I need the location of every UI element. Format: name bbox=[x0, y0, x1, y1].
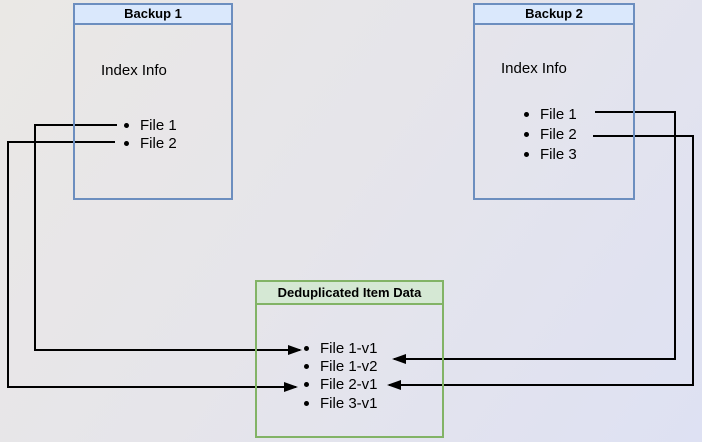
backup2-index-info-label: Index Info bbox=[501, 60, 567, 77]
backup2-title: Backup 2 bbox=[525, 6, 583, 21]
bullet-icon bbox=[524, 151, 529, 157]
bullet-icon bbox=[304, 364, 309, 370]
backup2-file-3: File 3 bbox=[540, 145, 577, 163]
backup2-file-1: File 1 bbox=[540, 105, 577, 123]
list-item: File 2 bbox=[124, 134, 177, 152]
dedup-box: Deduplicated Item Data bbox=[255, 280, 444, 438]
list-item: File 3-v1 bbox=[304, 394, 378, 412]
backup1-box: Backup 1 bbox=[73, 3, 233, 200]
bullet-icon bbox=[304, 382, 309, 388]
bullet-icon bbox=[124, 122, 129, 128]
bullet-icon bbox=[304, 345, 309, 351]
backup1-index-info-label: Index Info bbox=[101, 62, 167, 79]
list-item: File 2 bbox=[524, 124, 577, 144]
dedup-header: Deduplicated Item Data bbox=[257, 282, 442, 305]
bullet-icon bbox=[524, 131, 529, 137]
dedup-title: Deduplicated Item Data bbox=[277, 285, 422, 300]
backup2-file-list: File 1 File 2 File 3 bbox=[524, 104, 577, 164]
dedup-item-file1-v2: File 1-v2 bbox=[320, 358, 378, 376]
bullet-icon bbox=[124, 140, 129, 146]
list-item: File 3 bbox=[524, 144, 577, 164]
backup2-file-2: File 2 bbox=[540, 125, 577, 143]
backup2-box: Backup 2 bbox=[473, 3, 635, 200]
backup1-file-list: File 1 File 2 bbox=[124, 116, 177, 152]
list-item: File 2-v1 bbox=[304, 376, 378, 394]
list-item: File 1-v2 bbox=[304, 357, 378, 375]
bullet-icon bbox=[304, 400, 309, 406]
backup2-header: Backup 2 bbox=[475, 5, 633, 25]
bullet-icon bbox=[524, 111, 529, 117]
backup1-file-2: File 2 bbox=[140, 134, 177, 152]
list-item: File 1 bbox=[524, 104, 577, 124]
backup1-file-1: File 1 bbox=[140, 116, 177, 134]
list-item: File 1 bbox=[124, 116, 177, 134]
backup1-title: Backup 1 bbox=[124, 6, 182, 21]
dedup-item-file1-v1: File 1-v1 bbox=[320, 339, 378, 357]
list-item: File 1-v1 bbox=[304, 339, 378, 357]
dedup-item-file2-v1: File 2-v1 bbox=[320, 376, 378, 394]
backup1-header: Backup 1 bbox=[75, 5, 231, 25]
dedup-item-list: File 1-v1 File 1-v2 File 2-v1 File 3-v1 bbox=[304, 339, 378, 413]
dedup-item-file3-v1: File 3-v1 bbox=[320, 394, 378, 412]
